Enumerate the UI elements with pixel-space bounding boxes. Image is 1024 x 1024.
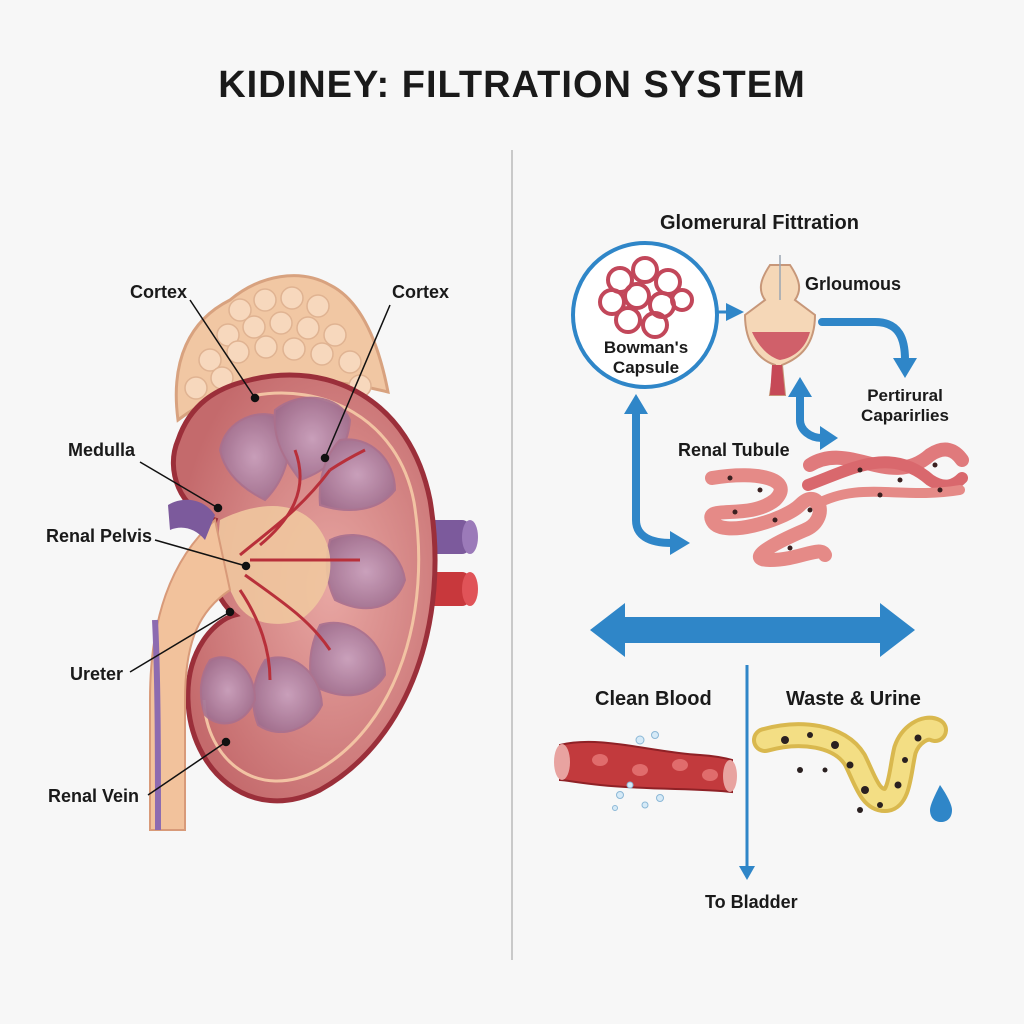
waste-urine-tube bbox=[752, 715, 948, 814]
glomerulus-coil bbox=[598, 256, 694, 339]
label-cortex-right: Cortex bbox=[392, 282, 450, 302]
label-cortex-left: Cortex bbox=[130, 282, 188, 302]
double-arrow bbox=[590, 603, 915, 657]
label-peritubular-line2: Caparirlies bbox=[861, 406, 949, 425]
label-bowman-capsule: Bowman's Capsule bbox=[596, 338, 696, 378]
label-glomerulus: Grloumous bbox=[805, 274, 902, 294]
kidney-illustration bbox=[149, 274, 478, 831]
label-peritubular: Pertirural Caparirlies bbox=[850, 386, 960, 426]
label-renal-tubule: Renal Tubule bbox=[678, 440, 790, 460]
renal-tubule bbox=[704, 468, 832, 568]
label-renal-pelvis: Renal Pelvis bbox=[46, 526, 153, 546]
label-ureter: Ureter bbox=[70, 664, 124, 684]
label-clean-blood: Clean Blood bbox=[595, 688, 712, 710]
label-glomerular-filtration: Glomerural Fittration bbox=[660, 212, 859, 234]
to-bladder-arrowhead bbox=[739, 866, 755, 880]
label-renal-vein: Renal Vein bbox=[48, 786, 140, 806]
ureter-tube bbox=[149, 518, 232, 831]
label-to-bladder: To Bladder bbox=[705, 892, 798, 912]
label-bowman-line2: Capsule bbox=[612, 358, 680, 377]
glomerulus-vase bbox=[743, 255, 817, 396]
label-waste-urine: Waste & Urine bbox=[786, 688, 921, 710]
label-peritubular-line1: Pertirural bbox=[867, 386, 943, 405]
renal-pelvis-shape bbox=[218, 506, 331, 624]
peritubular-capillaries bbox=[802, 442, 969, 510]
page-title: KIDINEY: FILTRATION SYSTEM bbox=[218, 64, 806, 106]
label-medulla: Medulla bbox=[68, 440, 136, 460]
water-drop-icon bbox=[930, 785, 952, 822]
label-bowman-line1: Bowman's bbox=[603, 338, 689, 357]
clean-blood-vessel bbox=[554, 731, 737, 811]
